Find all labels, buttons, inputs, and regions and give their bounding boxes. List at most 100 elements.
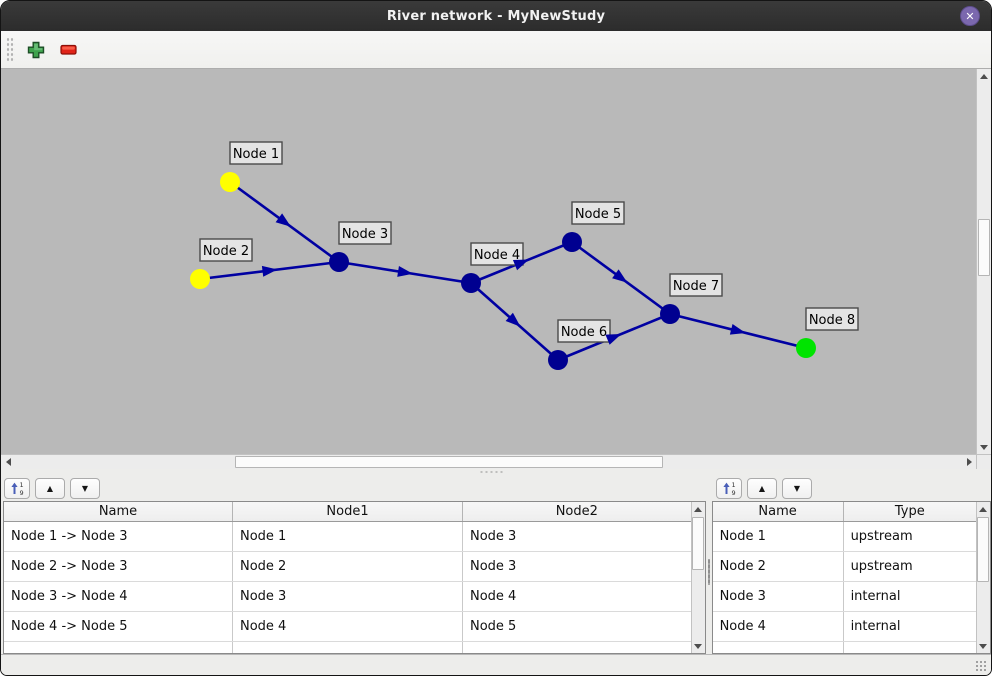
tables-splitter[interactable]: [705, 501, 712, 654]
titlebar[interactable]: River network - MyNewStudy ✕: [1, 1, 991, 31]
edge-arrow-icon: [275, 213, 291, 227]
table-cell: [4, 642, 233, 653]
scroll-down-button[interactable]: [976, 639, 990, 653]
network-node[interactable]: [329, 252, 349, 272]
scroll-left-button[interactable]: [1, 455, 15, 469]
node-table-scrollbar[interactable]: [976, 502, 990, 653]
resize-grip[interactable]: [975, 660, 987, 672]
network-node[interactable]: [190, 269, 210, 289]
table-cell: Node 3: [233, 582, 463, 611]
column-header[interactable]: Name: [4, 502, 233, 521]
network-node[interactable]: [461, 273, 481, 293]
table-row[interactable]: [4, 642, 691, 653]
table-cell: internal: [850, 589, 901, 604]
canvas-vertical-scrollbar[interactable]: [976, 69, 991, 454]
node-sort-button[interactable]: 1 9: [716, 478, 742, 499]
node-move-down-button[interactable]: ▼: [782, 478, 812, 499]
scroll-down-button[interactable]: [977, 440, 991, 454]
scroll-down-button[interactable]: [691, 639, 705, 653]
left-triangle-icon: [5, 458, 11, 466]
main-toolbar: [1, 31, 991, 69]
network-node[interactable]: [548, 350, 568, 370]
branch-table-toolbar: 1 9 ▲ ▼: [4, 478, 100, 499]
horizontal-scroll-thumb[interactable]: [235, 456, 663, 468]
node-label-box: [470, 242, 524, 266]
scroll-up-button[interactable]: [976, 502, 990, 516]
table-cell: Node 3: [470, 559, 517, 574]
table-cell: Node 1: [233, 522, 463, 551]
add-button[interactable]: [23, 37, 49, 63]
table-cell: Node 4: [470, 589, 517, 604]
branch-move-down-button[interactable]: ▼: [70, 478, 100, 499]
table-cell: Node 3: [470, 529, 517, 544]
network-node[interactable]: [562, 232, 582, 252]
status-bar: [1, 654, 991, 675]
branch-sort-button[interactable]: 1 9: [4, 478, 30, 499]
node-label: Node 7: [673, 279, 719, 294]
right-triangle-icon: [966, 458, 972, 466]
vertical-scroll-thumb[interactable]: [977, 517, 989, 582]
node-label: Node 4: [474, 248, 520, 263]
down-triangle-icon: [979, 643, 987, 649]
table-cell: Node 4 -> Node 5: [4, 612, 233, 641]
column-header[interactable]: Node1: [233, 502, 463, 521]
network-node[interactable]: [796, 338, 816, 358]
table-cell: [713, 642, 844, 653]
sort-ascending-icon: 1 9: [11, 481, 24, 496]
table-row[interactable]: [712, 642, 976, 653]
table-cell: Node 4: [713, 612, 844, 641]
remove-button[interactable]: [56, 37, 82, 63]
branch-move-up-button[interactable]: ▲: [35, 478, 65, 499]
up-triangle-icon: ▲: [46, 483, 54, 493]
edge-arrow-icon: [612, 269, 628, 283]
node-move-up-button[interactable]: ▲: [747, 478, 777, 499]
edge-arrow-icon: [261, 265, 278, 277]
scroll-up-button[interactable]: [977, 69, 991, 83]
svg-text:9: 9: [732, 489, 736, 496]
node-label-box: [571, 201, 625, 225]
canvas-horizontal-scrollbar[interactable]: [1, 454, 977, 469]
scroll-up-button[interactable]: [691, 502, 705, 516]
column-header[interactable]: Node2: [555, 504, 598, 519]
toolbar-drag-handle-icon[interactable]: [6, 36, 15, 63]
edge-arrow-icon: [397, 265, 413, 277]
table-cell: Node 4: [233, 612, 463, 641]
svg-text:9: 9: [20, 489, 24, 496]
edge-arrow-icon: [605, 333, 622, 345]
close-icon: ✕: [965, 9, 975, 23]
splitter-dots-icon: [707, 559, 710, 585]
table-header: Name Type: [712, 502, 976, 522]
scroll-right-button[interactable]: [962, 455, 976, 469]
table-cell: upstream: [850, 529, 913, 544]
canvas-tables-splitter[interactable]: [1, 469, 991, 475]
svg-text:1: 1: [732, 481, 736, 489]
column-header[interactable]: Name: [713, 502, 844, 521]
up-triangle-icon: [979, 506, 987, 512]
network-node[interactable]: [660, 304, 680, 324]
column-header[interactable]: Type: [894, 504, 925, 519]
down-triangle-icon: [693, 643, 702, 649]
close-button[interactable]: ✕: [960, 6, 980, 26]
vertical-scroll-thumb[interactable]: [691, 517, 704, 570]
up-triangle-icon: [980, 73, 989, 79]
node-label: Node 8: [809, 313, 855, 328]
node-label: Node 2: [203, 244, 249, 259]
branch-table-scrollbar[interactable]: [690, 502, 705, 653]
down-triangle-icon: [980, 444, 989, 450]
network-node[interactable]: [220, 172, 240, 192]
vertical-scroll-thumb[interactable]: [978, 219, 991, 276]
